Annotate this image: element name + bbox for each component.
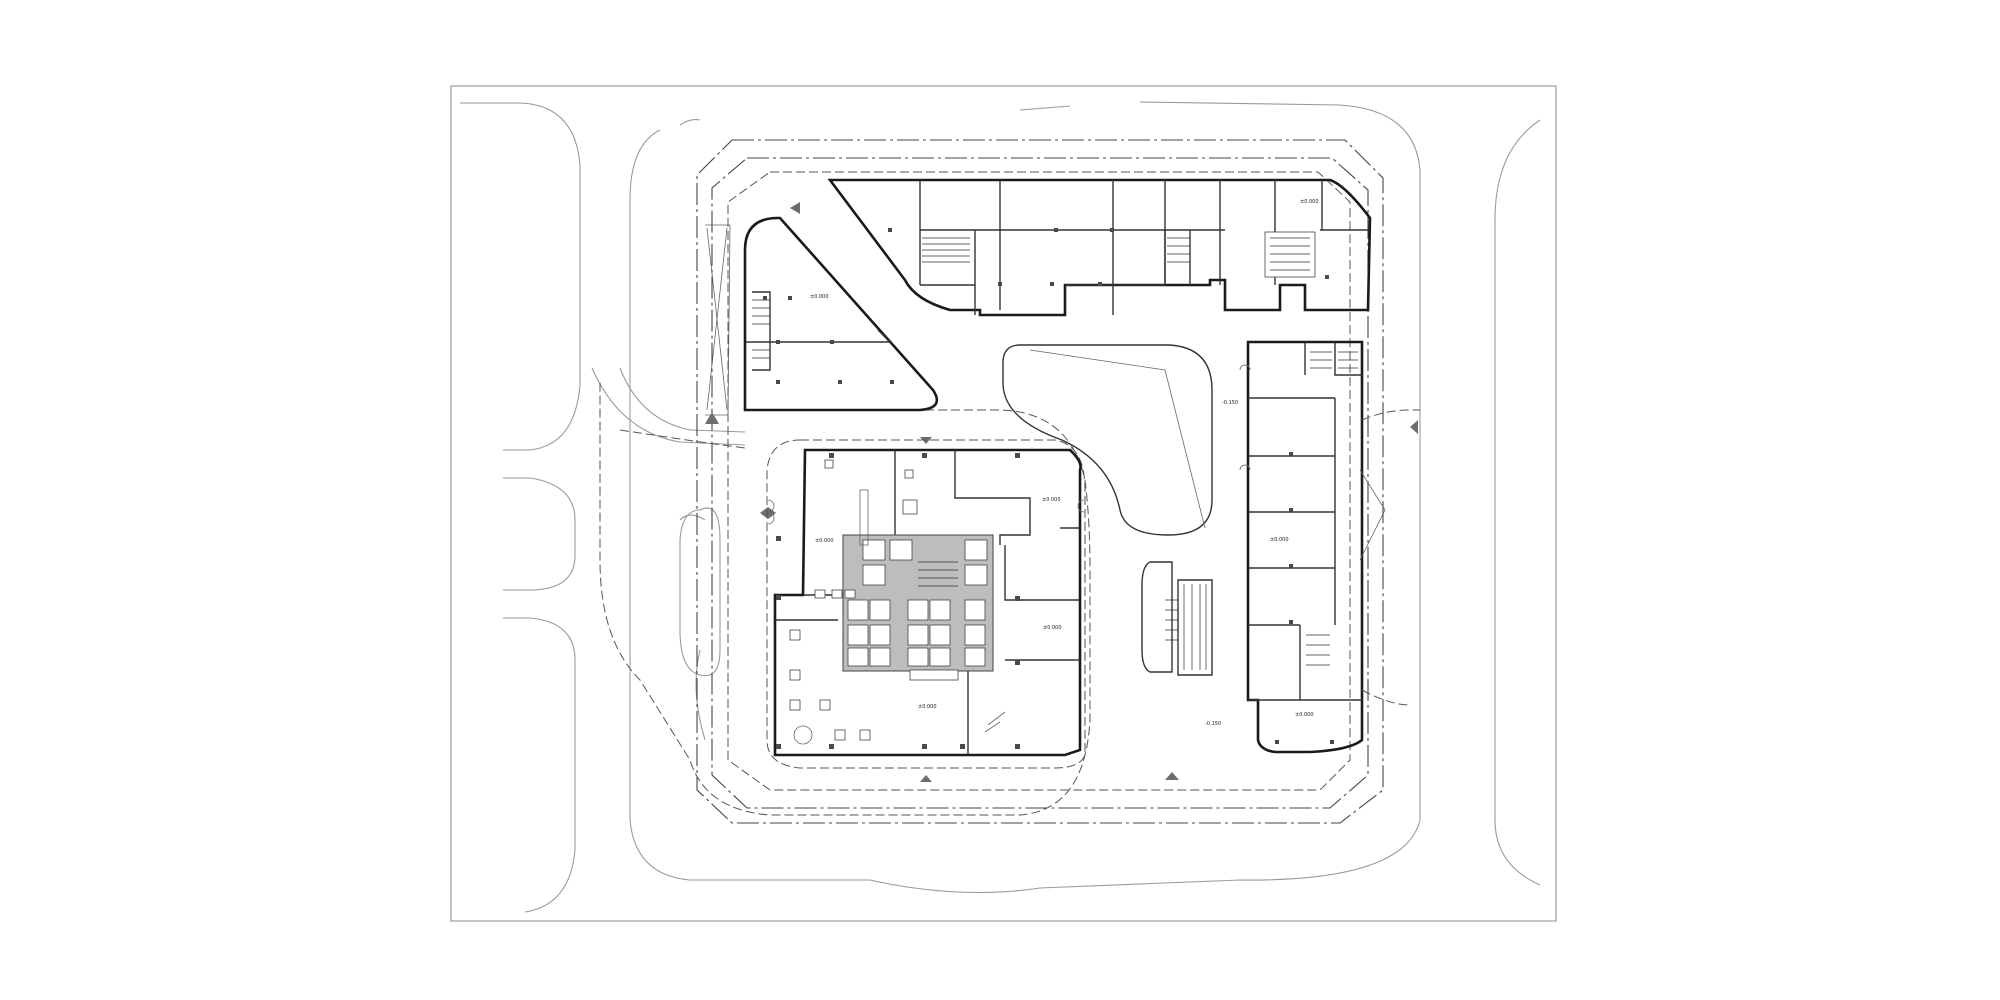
escalator-pavilion bbox=[1141, 561, 1213, 676]
entrance-markers bbox=[705, 202, 1418, 782]
drawing-frame bbox=[450, 85, 1557, 922]
plaza-shape bbox=[1002, 344, 1213, 536]
level-label-triangle: ±0.000 bbox=[810, 294, 829, 300]
triangle-building bbox=[743, 216, 939, 412]
level-labels: ±0.000 ±0.000 ±0.000 ±0.000 ±0.000 ±0.00… bbox=[810, 199, 1319, 727]
north-building bbox=[827, 178, 1372, 317]
tower-podium bbox=[766, 439, 1086, 769]
level-label-north: ±0.000 bbox=[1300, 199, 1319, 205]
surrounding-roads bbox=[460, 101, 1541, 913]
level-label-plaza: -0.150 bbox=[1205, 721, 1221, 727]
level-label-east-lower: ±0.000 bbox=[1295, 712, 1314, 718]
level-label-tower-west: ±0.000 bbox=[815, 538, 834, 544]
east-dropoff-loop bbox=[1359, 409, 1420, 706]
level-label-east-mid: ±0.000 bbox=[1270, 537, 1289, 543]
level-label-tower-east: ±0.000 bbox=[1042, 497, 1061, 503]
east-building bbox=[1239, 340, 1364, 754]
level-label-tower-se: ±0.000 bbox=[1043, 625, 1062, 631]
level-label-tower-main: ±0.000 bbox=[918, 704, 937, 710]
level-label-east-upper: -0.150 bbox=[1222, 400, 1238, 406]
